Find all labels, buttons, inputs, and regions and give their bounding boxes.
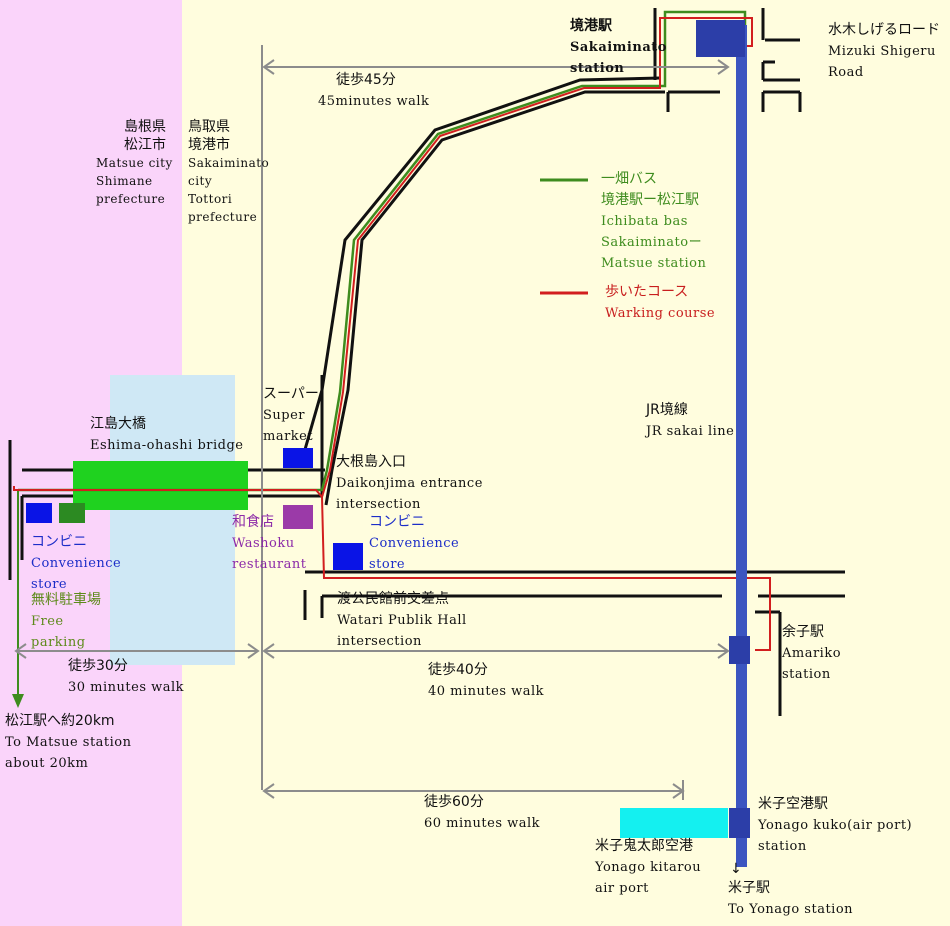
konbini-left-label: コンビニ Convenience store xyxy=(31,534,122,592)
supermarket-label: スーパー Super market xyxy=(263,386,319,444)
walk40-label: 徒歩40分 40 minutes walk xyxy=(428,662,545,699)
eshima-bridge xyxy=(73,461,248,510)
walk-legend-label: 歩いたコース Warking course xyxy=(605,284,716,321)
eshima-bridge-label: 江島大橋 Eshima-ohashi bridge xyxy=(90,416,244,453)
walk60-label: 徒歩60分 60 minutes walk xyxy=(424,794,541,831)
shimane-label: 島根県 松江市 Matsue city Shimane prefecture xyxy=(96,119,173,206)
sakaiminato-station-label: 境港駅 Sakaiminato station xyxy=(570,18,667,76)
walk45-label: 徒歩45分 45minutes walk xyxy=(318,72,430,109)
yonago-kuko-station-block xyxy=(729,808,750,838)
amariko-station-block xyxy=(729,636,750,664)
walk30-label: 徒歩30分 30 minutes walk xyxy=(68,658,185,695)
konbini-left-marker xyxy=(26,503,52,523)
measure-lines xyxy=(14,45,730,800)
walk-route xyxy=(13,486,771,651)
mizuki-road-label: 水木しげるロード Mizuki Shigeru Road xyxy=(828,22,940,80)
parking-marker xyxy=(59,503,85,523)
washoku-marker xyxy=(283,505,313,529)
supermarket-marker xyxy=(283,448,313,468)
jr-line-label: JR境線 JR sakai line xyxy=(646,402,735,439)
bus-legend-label: 一畑バス 境港駅ー松江駅 Ichibata bas Sakaiminatoー M… xyxy=(601,171,707,271)
down-arrow-icon: ↓ xyxy=(730,861,742,877)
yonago-kuko-label: 米子空港駅 Yonago kuko(air port) station xyxy=(758,796,913,854)
amariko-label: 余子駅 Amariko station xyxy=(782,624,842,682)
to-matsue-label: 松江駅へ約20km To Matsue station about 20km xyxy=(5,713,132,771)
bus-route-arrowhead xyxy=(12,694,24,708)
tottori-label: 鳥取県 境港市 Sakaiminato city Tottori prefect… xyxy=(188,119,270,224)
sakaiminato-station-block xyxy=(696,20,745,57)
roads xyxy=(8,8,845,716)
parking-label: 無料駐車場 Free parking xyxy=(31,592,101,650)
washoku-label: 和食店 Washoku restaurant xyxy=(232,514,307,572)
bridge-zone xyxy=(110,375,235,665)
watari-label: 渡公民館前交差点 Watari Publik Hall intersection xyxy=(337,591,467,649)
yonago-airport-block xyxy=(620,808,728,838)
yonago-kitarou-label: 米子鬼太郎空港 Yonago kitarou air port xyxy=(595,838,702,896)
konbini-right-marker xyxy=(333,543,363,570)
konbini-right-label: コンビニ Convenience store xyxy=(369,514,460,572)
daikonjima-label: 大根島入口 Daikonjima entrance intersection xyxy=(336,454,483,512)
yonago-station-label: ↓ 米子駅 To Yonago station xyxy=(728,861,854,917)
walk-route-north xyxy=(321,17,753,498)
jr-sakai-line xyxy=(736,25,747,867)
